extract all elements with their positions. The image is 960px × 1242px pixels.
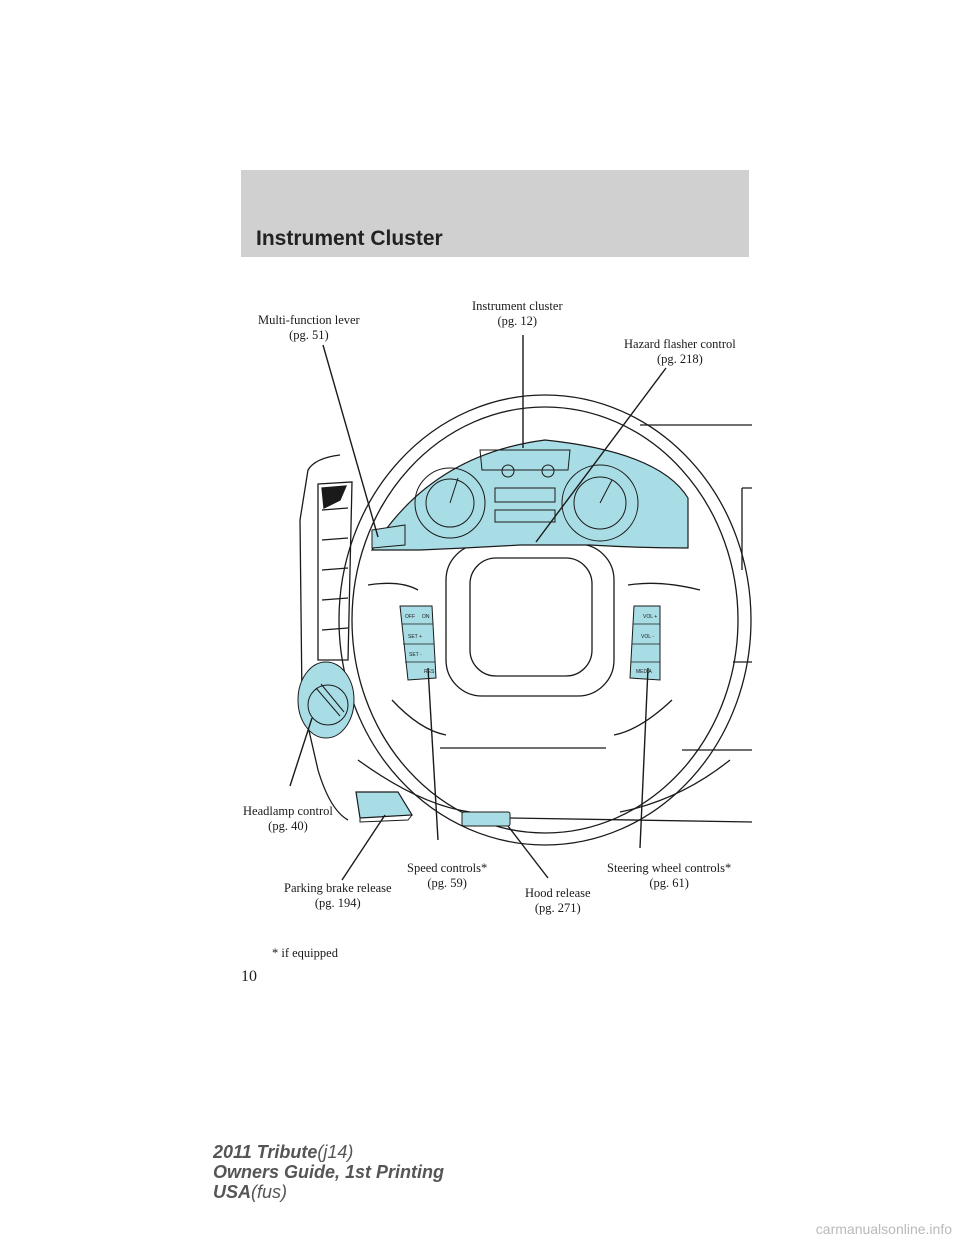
audio-media-label: MEDIA [636, 669, 653, 675]
callout-steering-wheel-controls: Steering wheel controls* (pg. 61) [607, 861, 732, 890]
speed-res-label: RES [424, 669, 435, 675]
speed-off-label: OFF [405, 614, 415, 620]
callout-hazard-flasher: Hazard flasher control (pg. 218) [624, 337, 736, 366]
watermark: carmanualsonline.info [815, 1221, 952, 1237]
speed-on-label: ON [422, 614, 430, 620]
callout-headlamp-control: Headlamp control (pg. 40) [243, 804, 333, 833]
footnote: * if equipped [272, 946, 338, 960]
callout-speed-controls: Speed controls* (pg. 59) [407, 861, 488, 890]
print-footer: 2011 Tribute(j14) Owners Guide, 1st Prin… [213, 1142, 445, 1202]
callout-instrument-cluster: Instrument cluster (pg. 12) [472, 299, 563, 328]
speed-set-plus-label: SET + [408, 634, 422, 640]
audio-vol-minus-label: VOL - [641, 634, 654, 640]
speed-set-minus-label: SET - [409, 652, 422, 658]
section-title: Instrument Cluster [256, 227, 443, 250]
callout-multi-function-lever: Multi-function lever (pg. 51) [258, 313, 360, 342]
audio-vol-plus-label: VOL + [643, 614, 657, 620]
section-header: Instrument Cluster [241, 170, 749, 257]
page-number: 10 [241, 968, 257, 985]
callout-hood-release: Hood release (pg. 271) [525, 886, 591, 915]
callout-parking-brake: Parking brake release (pg. 194) [284, 881, 392, 910]
